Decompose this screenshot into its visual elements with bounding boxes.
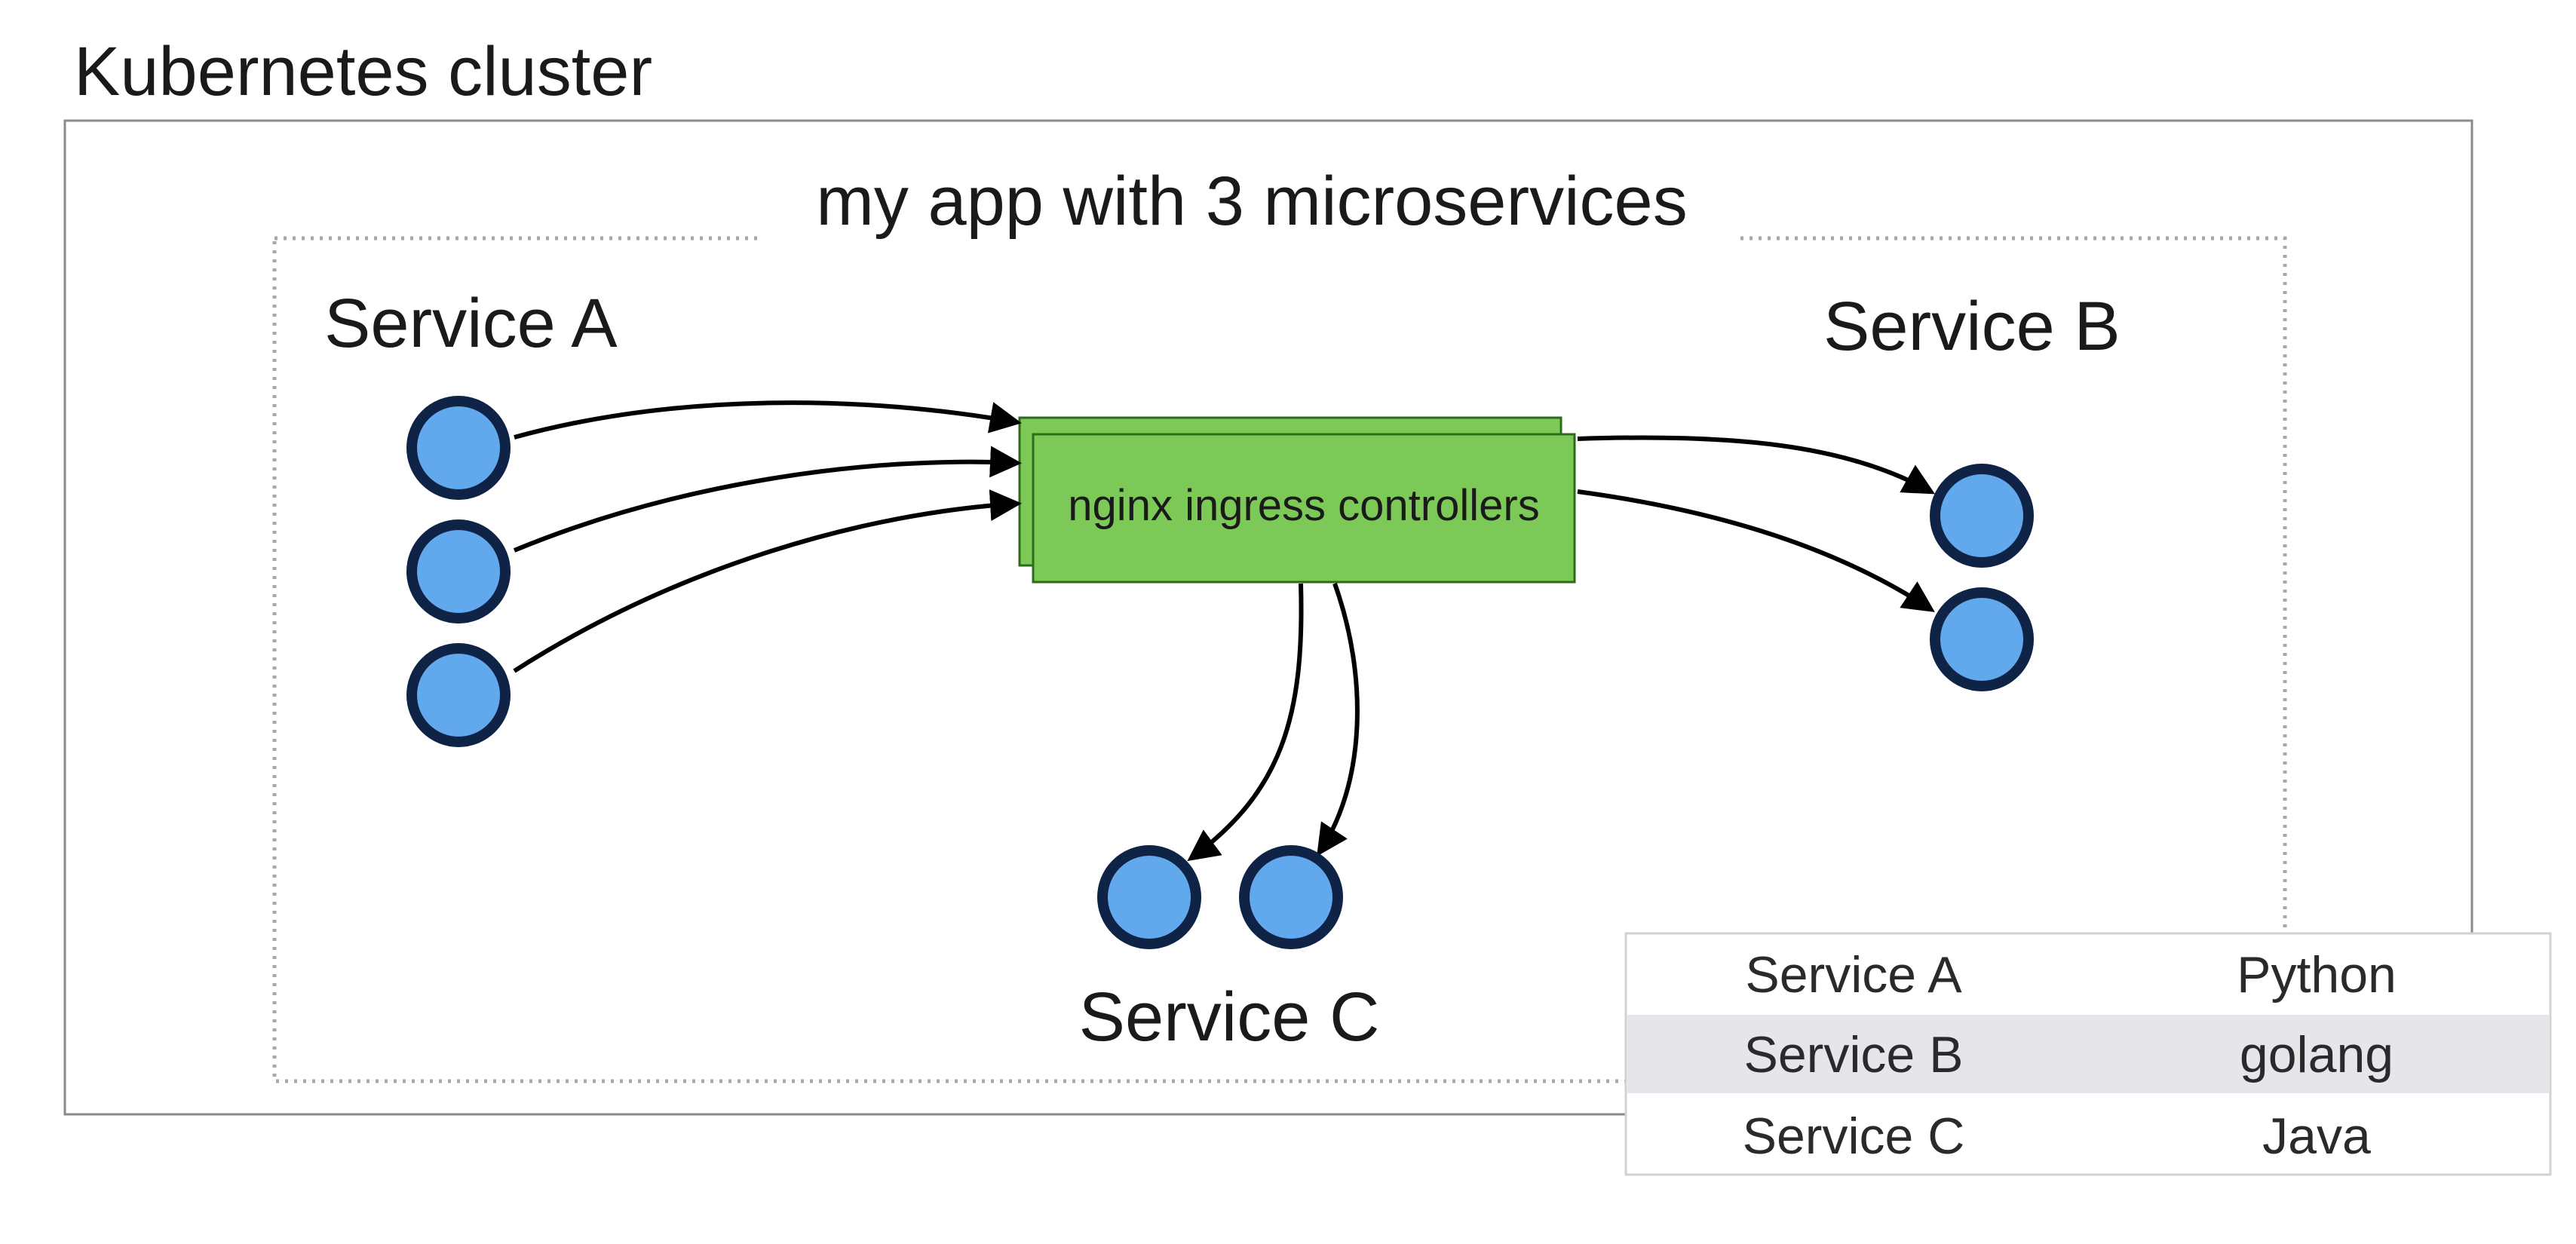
app-title: my app with 3 microservices xyxy=(816,163,1687,240)
table-row: Service A Python xyxy=(1745,946,2396,1003)
service-c-pods xyxy=(1097,845,1343,949)
service-language-table: Service A Python Service B golang Servic… xyxy=(1624,932,2552,1176)
pod-circle xyxy=(406,396,511,500)
table-cell-language: Java xyxy=(2262,1108,2371,1165)
pod-circle xyxy=(1930,464,2034,568)
pod-circle xyxy=(1239,845,1343,949)
table-cell-language: Python xyxy=(2237,946,2397,1003)
nginx-ingress-controllers: nginx ingress controllers xyxy=(1018,416,1576,584)
arrows-service-c xyxy=(1187,582,1360,862)
service-c-label: Service C xyxy=(1079,979,1380,1056)
service-a-label: Service A xyxy=(324,285,618,362)
pod-circle xyxy=(406,643,511,747)
table-row: Service C Java xyxy=(1743,1108,2371,1165)
table-cell-service: Service B xyxy=(1744,1026,1964,1083)
table-cell-service: Service C xyxy=(1743,1108,1965,1165)
arrow-b2 xyxy=(1577,489,1935,612)
arrow-c1 xyxy=(1187,583,1304,862)
service-a-pods xyxy=(406,396,511,747)
table-row-stripe xyxy=(1627,1015,2549,1093)
arrow-a3 xyxy=(513,489,1022,673)
pod-circle xyxy=(406,519,511,624)
arrow-a1 xyxy=(514,400,1022,440)
service-b-label: Service B xyxy=(1823,288,2121,365)
table-cell-service: Service A xyxy=(1745,946,1962,1003)
arrows-service-a xyxy=(513,400,1022,673)
arrow-a2 xyxy=(513,446,1022,553)
arrow-b1 xyxy=(1577,435,1936,495)
cluster-boundary xyxy=(63,119,2473,1116)
nginx-controller-front xyxy=(1032,433,1576,584)
cluster-title: Kubernetes cluster xyxy=(74,33,652,110)
pod-circle xyxy=(1930,587,2034,691)
table-row: Service B golang xyxy=(1744,1026,2394,1083)
app-title-backing xyxy=(762,166,1734,249)
nginx-label: nginx ingress controllers xyxy=(1068,481,1539,530)
pod-circle xyxy=(1097,845,1201,949)
service-b-pods xyxy=(1930,464,2034,691)
table-cell-language: golang xyxy=(2240,1026,2394,1083)
arrows-service-b xyxy=(1577,435,1936,612)
arrow-c2 xyxy=(1317,582,1360,856)
